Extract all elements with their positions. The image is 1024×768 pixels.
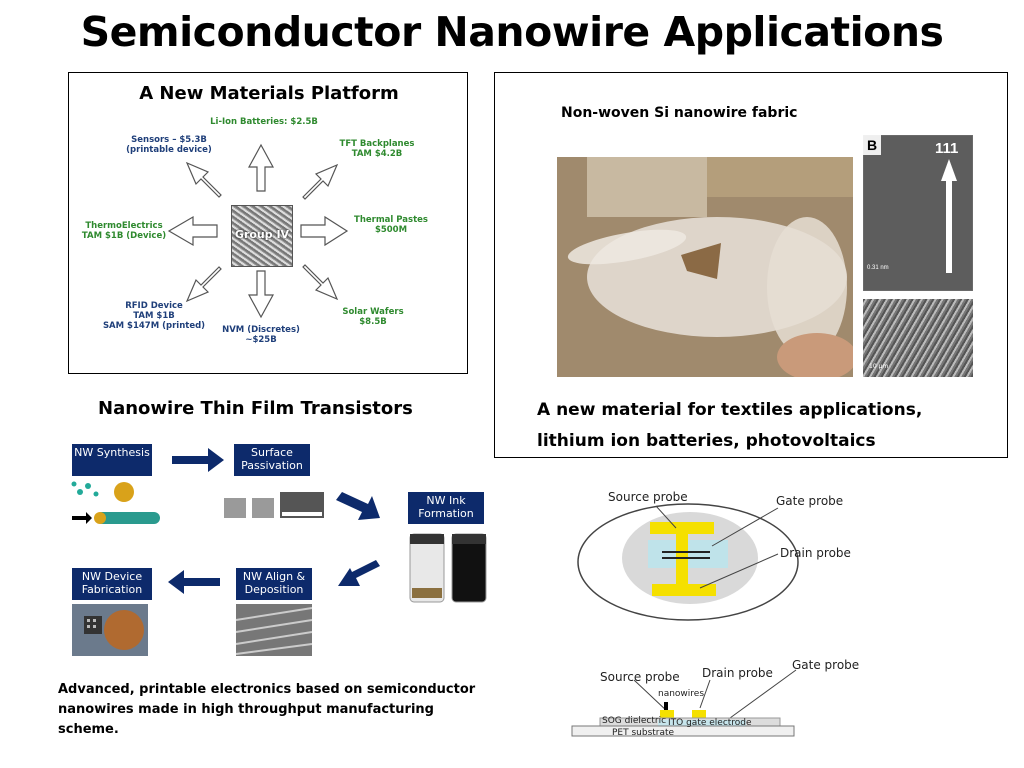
materials-platform-panel: A New Materials Platform Group IV Li-Ion… xyxy=(68,72,468,374)
process-flow-graphics xyxy=(71,448,487,656)
sem-image: 10 µm xyxy=(863,299,973,377)
glove-illustration xyxy=(557,157,853,377)
pet-label: PET substrate xyxy=(612,728,675,738)
solar-market: Solar Wafers $8.5B xyxy=(323,307,423,327)
gate-probe-label-side: Gate probe xyxy=(792,658,860,672)
step-passivation: Surface Passivation xyxy=(234,444,310,476)
tft-line1: TFT Backplanes xyxy=(339,139,415,149)
panel-b-heading: Non-woven Si nanowire fabric xyxy=(561,105,798,121)
thermo-line2: TAM $1B (Device) xyxy=(81,231,167,241)
sem-scale: 10 µm xyxy=(869,363,889,370)
tft-market: TFT Backplanes TAM $4.2B xyxy=(327,139,427,159)
sensors-line2: (printable device) xyxy=(126,145,212,155)
pastes-line1: Thermal Pastes xyxy=(354,215,428,225)
solar-line1: Solar Wafers xyxy=(342,307,404,317)
thermo-line1: ThermoElectrics xyxy=(85,221,163,231)
source-probe-label-side: Source probe xyxy=(600,670,680,684)
panel-c-caption: Advanced, printable electronics based on… xyxy=(58,682,476,737)
gate-probe-label-top: Gate probe xyxy=(776,494,844,508)
tem-letter-fg: B xyxy=(867,137,877,153)
nanowire-fabric-panel: Non-woven Si nanowire fabric B B 111 0.3… xyxy=(494,72,1008,458)
slide-title: Semiconductor Nanowire Applications xyxy=(80,8,944,56)
group-iv-image: Group IV xyxy=(231,205,293,267)
rfid-line3: SAM $147M (printed) xyxy=(102,321,206,331)
nvm-market: NVM (Discretes) ~$25B xyxy=(211,325,311,345)
thermo-market: ThermoElectrics TAM $1B (Device) xyxy=(79,221,169,241)
step-device: NW Device Fabrication xyxy=(72,568,152,600)
solar-line2: $8.5B xyxy=(359,317,387,327)
sog-label: SOG dielectric xyxy=(602,716,667,726)
group-iv-label: Group IV xyxy=(234,228,290,241)
step-align: NW Align & Deposition xyxy=(236,568,312,600)
tem-direction-label: 111 xyxy=(935,140,958,157)
step-ink: NW Ink Formation xyxy=(408,492,484,524)
panel-b-caption: A new material for textiles applications… xyxy=(537,395,922,457)
gloved-hand-photo xyxy=(557,157,853,377)
nvm-line2: ~$25B xyxy=(245,335,277,345)
caption-line2: lithium ion batteries, photovoltaics xyxy=(537,431,876,451)
tft-line2: TAM $4.2B xyxy=(351,149,403,159)
probe-cross-section xyxy=(571,669,797,737)
drain-probe-label-top: Drain probe xyxy=(780,546,851,560)
nvm-line1: NVM (Discretes) xyxy=(222,325,300,335)
caption-line1: A new material for textiles applications… xyxy=(537,400,923,420)
tem-lattice: B B 111 0.31 nm xyxy=(863,135,973,291)
step-synthesis: NW Synthesis xyxy=(72,444,152,476)
pastes-line2: $500M xyxy=(374,225,408,235)
sensors-line1: Sensors – $5.3B xyxy=(131,135,207,145)
pastes-market: Thermal Pastes $500M xyxy=(341,215,441,235)
liion-market: Li-Ion Batteries: $2.5B xyxy=(210,117,318,127)
platform-arrows xyxy=(167,143,349,319)
tem-image: B B 111 0.31 nm xyxy=(863,135,973,291)
panel-a-heading: A New Materials Platform xyxy=(139,83,399,104)
rfid-line1: RFID Device xyxy=(125,301,183,311)
ito-label: ITO gate electrode xyxy=(668,718,752,728)
rfid-line2: TAM $1B xyxy=(133,311,175,321)
source-probe-label-top: Source probe xyxy=(608,490,688,504)
drain-probe-label-side: Drain probe xyxy=(702,666,773,680)
nanowires-label: nanowires xyxy=(658,689,705,699)
sensors-market: Sensors – $5.3B (printable device) xyxy=(119,135,219,155)
tem-scale: 0.31 nm xyxy=(867,265,889,271)
probe-top-view xyxy=(577,503,799,621)
rfid-market: RFID Device TAM $1B SAM $147M (printed) xyxy=(99,301,209,331)
panel-c-heading: Nanowire Thin Film Transistors xyxy=(98,398,413,419)
